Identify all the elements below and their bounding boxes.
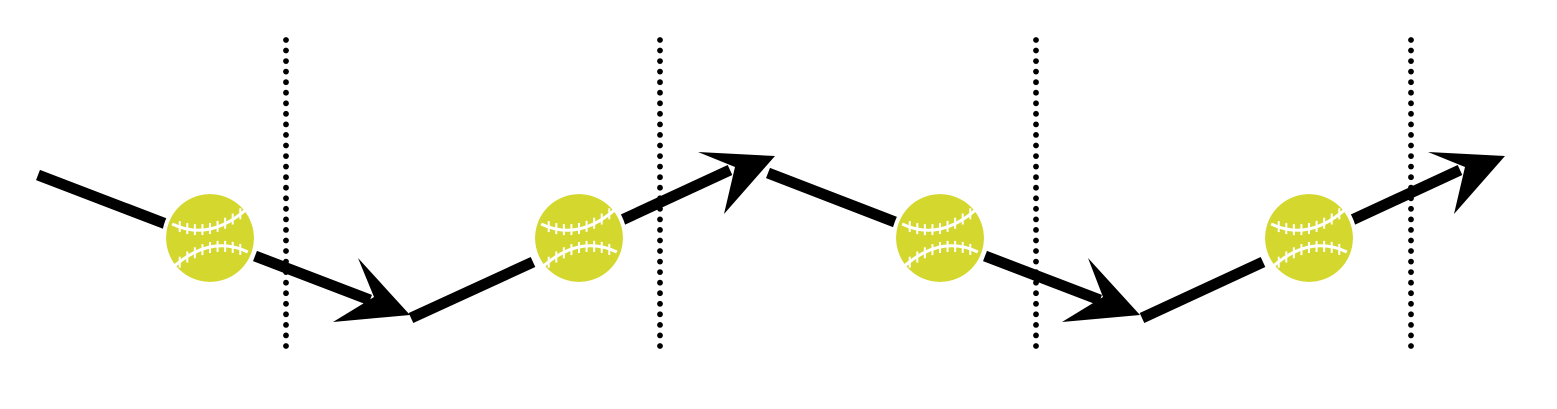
tennis-ball-icon bbox=[162, 190, 258, 286]
arrow-up-2 bbox=[1349, 152, 1505, 225]
arrow-shaft-up-1 bbox=[408, 257, 536, 323]
divider-line bbox=[283, 37, 289, 349]
arrow-down-2 bbox=[983, 250, 1140, 322]
tennis-ball-icon bbox=[892, 190, 988, 286]
divider-line bbox=[657, 37, 663, 349]
arrow-shaft-down-2 bbox=[766, 167, 897, 228]
arrows bbox=[36, 152, 1505, 323]
tennis-balls bbox=[162, 190, 1357, 286]
arrow-up-1 bbox=[619, 152, 775, 225]
arrow-shaft-up-2 bbox=[1139, 257, 1266, 323]
tennis-ball-icon bbox=[1261, 190, 1357, 286]
arrow-shaft-start bbox=[36, 169, 168, 230]
arrow-down-1 bbox=[253, 250, 410, 322]
tennis-ball-icon bbox=[531, 190, 627, 286]
divider-line bbox=[1033, 37, 1039, 349]
